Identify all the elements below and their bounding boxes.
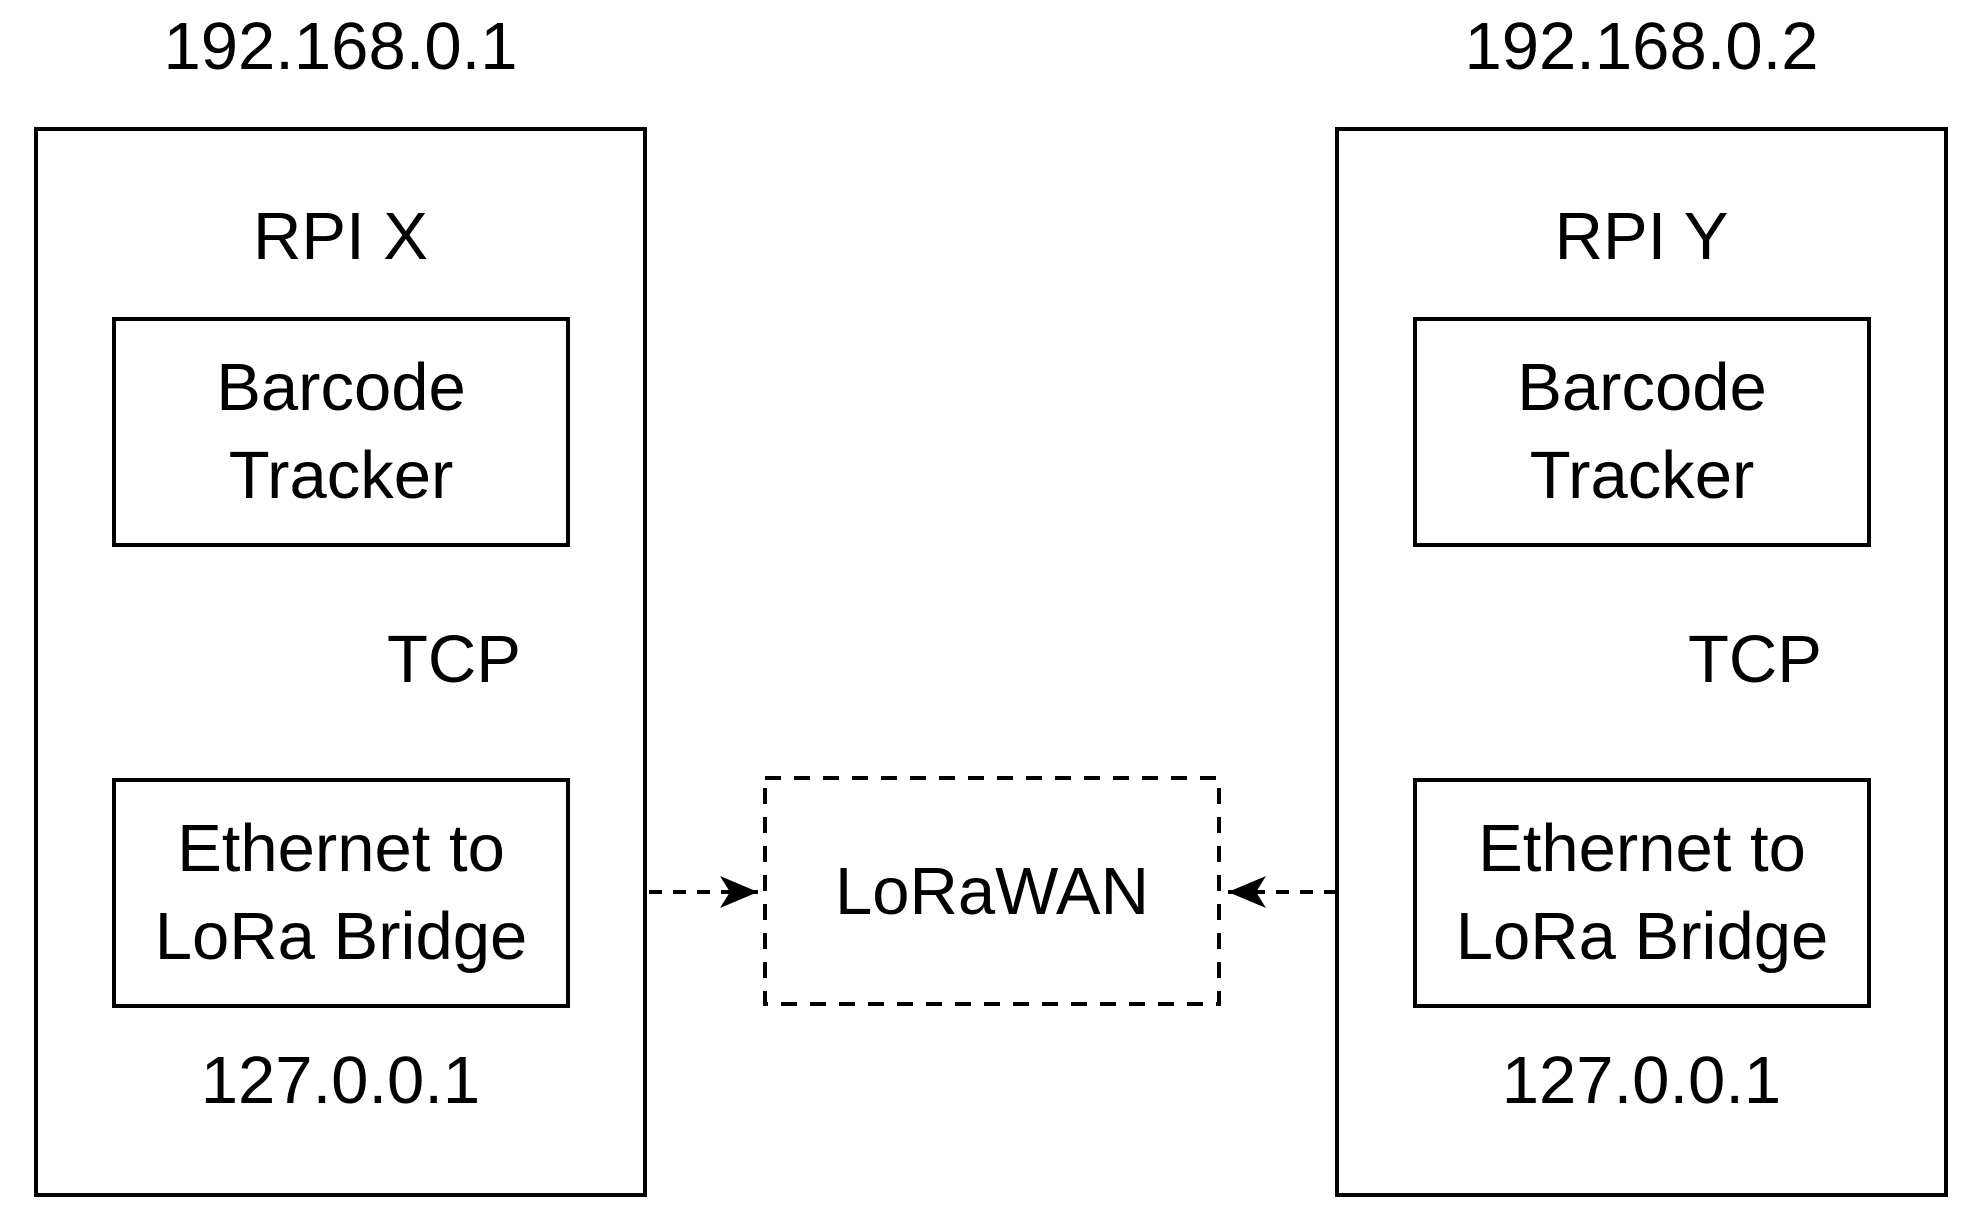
barcode-tracker-box-right: Barcode Tracker (1413, 317, 1871, 547)
rpi-x-title: RPI X (253, 199, 428, 274)
ethernet-lora-bridge-box-left: Ethernet to LoRa Bridge (112, 778, 570, 1008)
rpi-x-loopback-label: 127.0.0.1 (200, 1043, 481, 1118)
rpi-y-ip-label: 192.168.0.2 (1464, 9, 1819, 84)
barcode-tracker-label-left: Barcode Tracker (216, 350, 466, 513)
rpi-y-title: RPI Y (1554, 199, 1729, 274)
rpi-y-loopback-label: 127.0.0.1 (1501, 1043, 1782, 1118)
rpi-x-ip-label: 192.168.0.1 (163, 9, 518, 84)
barcode-tracker-label-right: Barcode Tracker (1517, 350, 1767, 513)
tcp-label-right: TCP (1688, 622, 1822, 697)
barcode-tracker-box-left: Barcode Tracker (112, 317, 570, 547)
ethernet-lora-bridge-label-right: Ethernet to LoRa Bridge (1455, 811, 1829, 974)
lorawan-label: LoRaWAN (763, 776, 1221, 1006)
rpi-x-box (34, 127, 647, 1197)
rpi-y-box (1335, 127, 1948, 1197)
ethernet-lora-bridge-label-left: Ethernet to LoRa Bridge (154, 811, 528, 974)
ethernet-lora-bridge-box-right: Ethernet to LoRa Bridge (1413, 778, 1871, 1008)
lorawan-label-text: LoRaWAN (835, 853, 1149, 929)
tcp-label-left: TCP (387, 622, 521, 697)
